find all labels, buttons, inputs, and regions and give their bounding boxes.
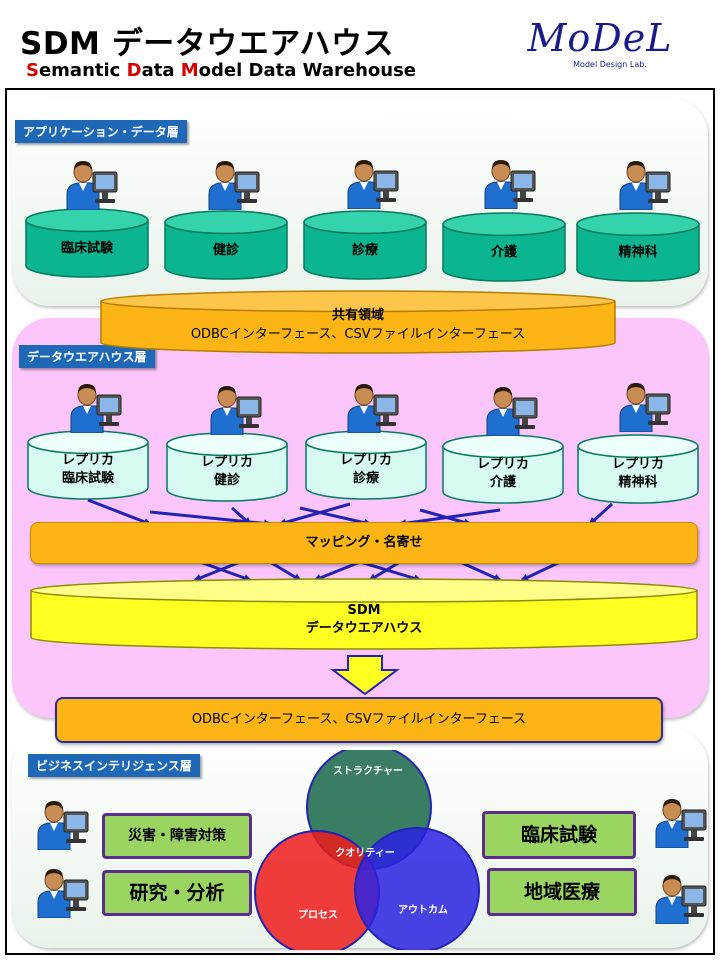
user-at-computer-shape bbox=[66, 161, 118, 211]
cylinder-shape bbox=[166, 432, 288, 502]
logo-subtext: Model Design Lab. bbox=[573, 60, 647, 69]
user-at-computer-shape bbox=[210, 386, 262, 436]
warehouse-layer-label: データウエアハウス層 bbox=[19, 345, 155, 368]
shared-area-subtitle: ODBCインターフェース、CSVファイルインターフェース bbox=[190, 327, 526, 342]
replica-label-top: レプリカ bbox=[476, 457, 529, 472]
replica-label-top: レプリカ bbox=[611, 457, 664, 472]
subtitle-initial-s: S bbox=[26, 60, 39, 81]
app-db-label: 精神科 bbox=[618, 245, 658, 260]
replica-label-top: レプリカ bbox=[339, 453, 392, 468]
app-db-cylinder: 診療 bbox=[303, 210, 427, 280]
subtitle-word-data: ata bbox=[141, 60, 181, 81]
user-at-computer-icon bbox=[652, 872, 710, 925]
sdm-title: SDM bbox=[347, 603, 381, 618]
outcome-circle bbox=[354, 827, 480, 950]
cylinder-shape bbox=[25, 208, 149, 278]
cylinder-shape bbox=[576, 212, 700, 282]
user-at-computer-shape bbox=[486, 387, 538, 437]
user-at-computer-icon bbox=[207, 383, 265, 436]
user-at-computer-icon bbox=[205, 158, 263, 211]
page-subtitle: Semantic Data Model Data Warehouse bbox=[26, 60, 416, 81]
cylinder-shape bbox=[100, 290, 616, 354]
replica-label-top: レプリカ bbox=[200, 455, 253, 470]
cylinder-shape bbox=[442, 434, 564, 504]
mapping-bar: マッピング・名寄せ bbox=[30, 522, 698, 564]
app-db-cylinder: 臨床試験 bbox=[25, 208, 149, 278]
user-at-computer-icon bbox=[483, 384, 541, 437]
replica-label-bottom: 診療 bbox=[352, 471, 379, 486]
cylinder-shape bbox=[164, 210, 288, 280]
shared-area-cylinder: 共有領域 ODBCインターフェース、CSVファイルインターフェース bbox=[100, 290, 616, 354]
bi-layer-label: ビジネスインテリジェンス層 bbox=[28, 754, 200, 777]
user-at-computer-shape bbox=[619, 383, 671, 433]
replica-label-bottom: 健診 bbox=[213, 473, 240, 488]
replica-cylinder: レプリカ 臨床試験 bbox=[27, 430, 149, 500]
subtitle-initial-d: D bbox=[126, 60, 142, 81]
replica-label-bottom: 精神科 bbox=[618, 475, 658, 490]
bi-box-regional-medicine: 地域医療 bbox=[487, 868, 637, 916]
sdm-cylinder: SDM データウエアハウス bbox=[30, 578, 698, 650]
app-db-label: 健診 bbox=[212, 243, 239, 258]
subtitle-word-rest: odel Data Warehouse bbox=[198, 60, 417, 81]
replica-cylinder: レプリカ 診療 bbox=[305, 430, 427, 500]
replica-label-bottom: 臨床試験 bbox=[61, 471, 114, 486]
logo-text: MoDeL bbox=[527, 16, 673, 60]
venn-outcome-label: アウトカム bbox=[398, 905, 448, 916]
diagram-frame bbox=[5, 88, 715, 955]
user-at-computer-icon bbox=[344, 157, 402, 210]
subtitle-initial-m: M bbox=[180, 60, 199, 81]
replica-cylinder: レプリカ 精神科 bbox=[577, 434, 699, 504]
shared-area-title: 共有領域 bbox=[331, 308, 384, 323]
venn-process-label: プロセス bbox=[298, 910, 338, 921]
sdm-subtitle: データウエアハウス bbox=[305, 621, 423, 636]
replica-cylinder: レプリカ 健診 bbox=[166, 432, 288, 502]
venn-quality-label: クオリティー bbox=[335, 848, 395, 859]
bi-box-research: 研究・分析 bbox=[102, 870, 252, 916]
user-at-computer-shape bbox=[655, 875, 707, 925]
user-at-computer-shape bbox=[484, 160, 536, 210]
model-logo: MoDeL Model Design Lab. bbox=[505, 16, 695, 78]
app-db-cylinder: 介護 bbox=[442, 212, 566, 282]
app-db-label: 介護 bbox=[490, 245, 517, 260]
subtitle-word-semantic: emantic bbox=[38, 60, 127, 81]
cylinder-shape bbox=[305, 430, 427, 500]
cylinder-shape bbox=[442, 212, 566, 282]
replica-cylinder: レプリカ 介護 bbox=[442, 434, 564, 504]
user-at-computer-shape bbox=[347, 160, 399, 210]
cylinder-shape bbox=[303, 210, 427, 280]
user-at-computer-shape bbox=[37, 869, 89, 919]
user-at-computer-icon bbox=[67, 381, 125, 434]
user-at-computer-icon bbox=[63, 158, 121, 211]
cylinder-shape bbox=[30, 578, 698, 650]
down-arrow-icon bbox=[330, 655, 400, 696]
user-at-computer-icon bbox=[344, 381, 402, 434]
interface-bar: ODBCインターフェース、CSVファイルインターフェース bbox=[55, 697, 663, 743]
user-at-computer-icon bbox=[481, 157, 539, 210]
replica-label-top: レプリカ bbox=[61, 453, 114, 468]
app-db-label: 臨床試験 bbox=[60, 241, 113, 256]
bi-box-clinical-trial: 臨床試験 bbox=[482, 811, 636, 859]
app-db-cylinder: 精神科 bbox=[576, 212, 700, 282]
cylinder-shape bbox=[27, 430, 149, 500]
user-at-computer-shape bbox=[655, 799, 707, 849]
quality-venn-diagram bbox=[254, 750, 480, 950]
user-at-computer-shape bbox=[37, 801, 89, 851]
cylinder-shape bbox=[577, 434, 699, 504]
user-at-computer-shape bbox=[347, 384, 399, 434]
user-at-computer-icon bbox=[34, 798, 92, 851]
user-at-computer-icon bbox=[652, 796, 710, 849]
user-at-computer-shape bbox=[619, 161, 671, 211]
application-layer-label: アプリケーション・データ層 bbox=[15, 120, 187, 143]
page-title: SDM データウエアハウス bbox=[20, 26, 394, 62]
bi-box-disaster: 災害・障害対策 bbox=[102, 813, 252, 859]
venn-structure-label: ストラクチャー bbox=[333, 766, 403, 777]
user-at-computer-icon bbox=[34, 866, 92, 919]
user-at-computer-shape bbox=[70, 384, 122, 434]
app-db-cylinder: 健診 bbox=[164, 210, 288, 280]
user-at-computer-shape bbox=[208, 161, 260, 211]
user-at-computer-icon bbox=[616, 158, 674, 211]
replica-label-bottom: 介護 bbox=[489, 475, 516, 490]
app-db-label: 診療 bbox=[351, 243, 378, 258]
user-at-computer-icon bbox=[616, 380, 674, 433]
